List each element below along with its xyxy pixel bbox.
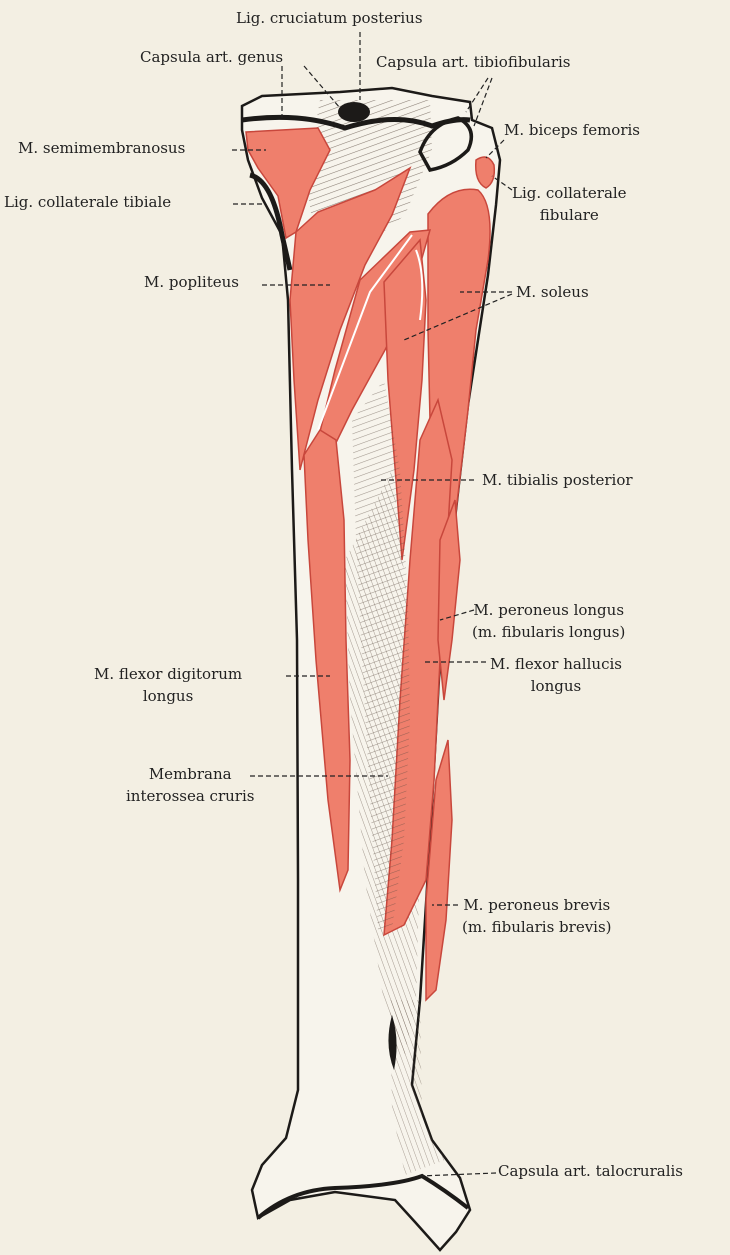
label-capsula-art-genus: Capsula art. genus — [140, 47, 283, 69]
label-m-flexor-digitorum-longus: M. flexor digitorum longus — [94, 664, 242, 708]
label-lig-cruciatum-posterius: Lig. cruciatum posterius — [236, 8, 423, 30]
label-m-flexor-hallucis-longus: M. flexor hallucis longus — [490, 654, 622, 698]
label-capsula-art-tibiofibularis: Capsula art. tibiofibularis — [376, 52, 571, 74]
label-m-tibialis-posterior: M. tibialis posterior — [482, 470, 633, 492]
posterior-cruciate-notch — [338, 102, 370, 122]
label-m-popliteus: M. popliteus — [144, 272, 239, 294]
label-capsula-art-talocruralis: Capsula art. talocruralis — [498, 1161, 683, 1183]
label-m-semimembranosus: M. semimembranosus — [18, 138, 185, 160]
label-m-biceps-femoris: M. biceps femoris — [504, 120, 640, 142]
label-m-peroneus-longus: M. peroneus longus (m. fibularis longus) — [472, 600, 625, 644]
medial-shaft-line — [297, 640, 298, 1090]
label-lig-collaterale-tibiale: Lig. collaterale tibiale — [4, 192, 171, 214]
leader-tibiofibularis-1 — [466, 78, 488, 112]
label-m-soleus: M. soleus — [516, 282, 589, 304]
label-m-peroneus-brevis: M. peroneus brevis (m. fibularis brevis) — [462, 895, 612, 939]
label-lig-collaterale-fibulare: Lig. collaterale fibulare — [512, 183, 627, 227]
label-membrana-interossea-cruris: Membrana interossea cruris — [126, 764, 254, 808]
